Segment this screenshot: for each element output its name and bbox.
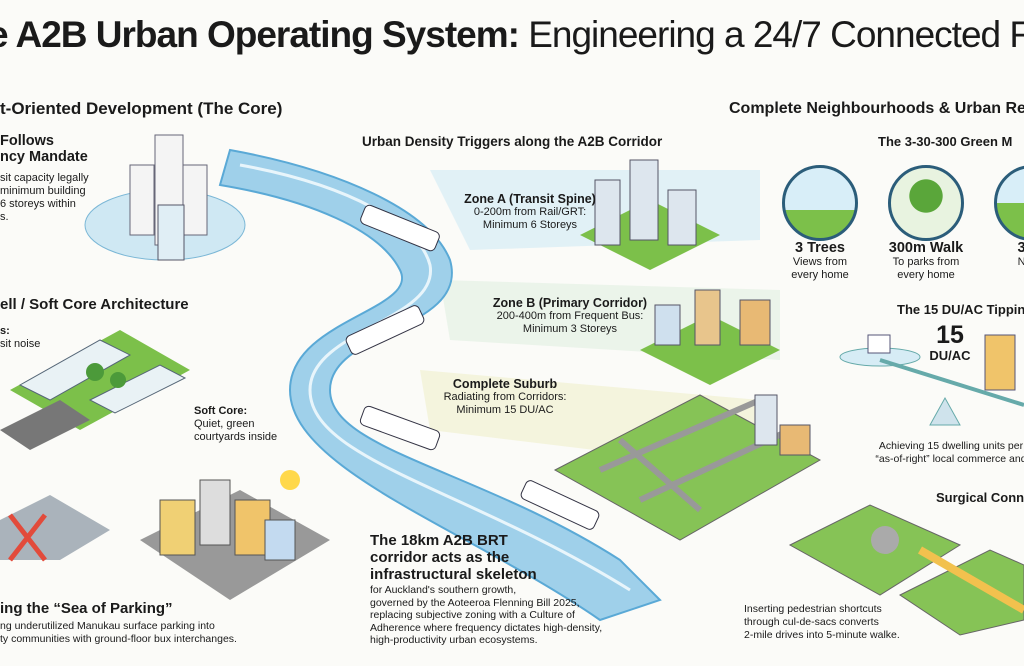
brt-bus-icon — [360, 204, 440, 252]
complete-suburb-illustration — [553, 394, 822, 541]
courtyard-block-illustration — [0, 330, 190, 450]
infographic-title: e A2B Urban Operating System: Engineerin… — [0, 14, 1024, 55]
zone-a-label: Zone A (Transit Spine)0-200m from Rail/G… — [464, 192, 596, 231]
zone-a-towers — [580, 159, 720, 270]
hard-shell-label: s:sit noise — [0, 325, 41, 350]
brt-bus-icon — [345, 305, 425, 355]
house-view-icon — [782, 165, 858, 241]
corridor-road — [218, 148, 662, 622]
tipping-point-title: The 15 DU/AC Tippin — [897, 302, 1024, 317]
zone-b-buildings — [640, 289, 780, 385]
brt-bus-icon — [520, 480, 600, 530]
tree-icon — [888, 165, 964, 241]
tipping-point-text: Achieving 15 dwelling units per ac“as-of… — [875, 440, 1024, 465]
parking-text: ng underutilized Manukau surface parking… — [0, 620, 237, 645]
shell-core-title: ell / Soft Core Architecture — [0, 296, 189, 313]
neighbourhoods-section-title: Complete Neighbourhoods & Urban Re — [729, 100, 1024, 117]
parking-lot-illustration — [0, 495, 110, 560]
parking-title: ing the “Sea of Parking” — [0, 600, 173, 617]
tipping-scale-illustration — [839, 334, 1024, 426]
density-triggers-title: Urban Density Triggers along the A2B Cor… — [362, 134, 663, 149]
corridor-text: for Auckland's southern growth,governed … — [370, 584, 603, 646]
cul-de-sac-illustration — [788, 504, 1024, 636]
mixed-use-district-illustration — [140, 470, 330, 600]
zone-b-label: Zone B (Primary Corridor)200-400m from F… — [492, 296, 648, 335]
red-x-icon — [8, 513, 47, 562]
green-metric-title: The 3-30-300 Green M — [878, 134, 1013, 149]
tod-section-title: t-Oriented Development (The Core) — [0, 99, 283, 118]
surgical-connectivity-title: Surgical Conn — [936, 490, 1024, 505]
metric-30-percent: 30%Neighco — [1017, 240, 1024, 268]
brt-bus-icon — [359, 405, 441, 451]
